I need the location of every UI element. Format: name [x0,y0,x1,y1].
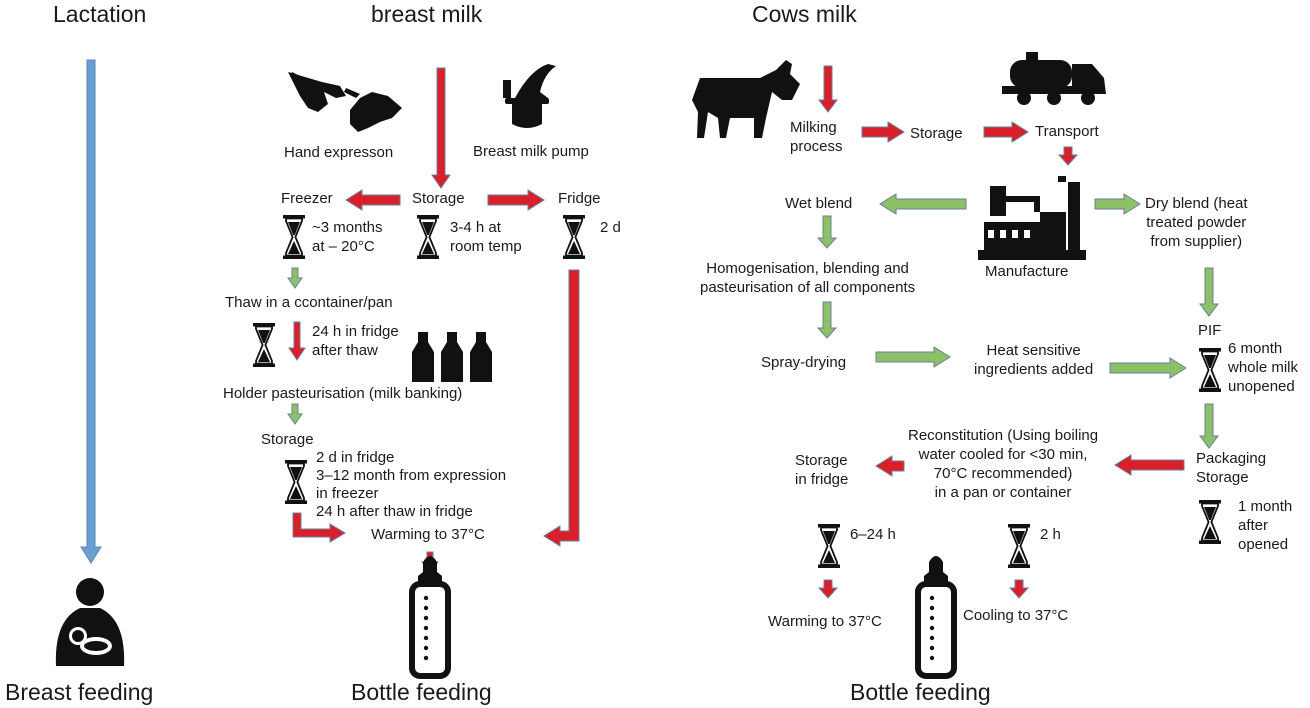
label-fridge: Fridge [558,190,601,207]
lactation-arrow [80,59,102,564]
label-pif-time: 6 month whole milk unopened [1228,340,1299,395]
hourglass-icon [282,214,306,260]
heading-cows-milk: Cows milk [752,1,857,27]
baby-bottle-icon [412,556,448,676]
label-storage-in-fridge: Storage in fridge [795,452,849,488]
hourglass-icon [562,214,586,260]
hourglass-icon [416,214,440,260]
tanker-truck-icon [1002,52,1106,105]
label-thaw-time: 24 h in fridge after thaw [312,323,399,359]
label-packaging-storage: Packaging Storage [1196,450,1267,486]
footer-breast-feeding: Breast feeding [5,679,154,705]
label-storage-time: 3-4 h at room temp [450,219,522,255]
factory-icon [978,176,1086,260]
hourglass-icon [1007,523,1031,569]
label-cooling: Cooling to 37°C [963,607,1069,624]
label-breast-pump: Breast milk pump [473,143,589,160]
label-reconstitution: Reconstitution (Using boiling water cool… [908,427,1099,501]
baby-bottle-icon [918,556,954,676]
heading-breast-milk: breast milk [371,1,483,27]
label-freezer: Freezer [281,190,333,207]
label-storage: Storage [412,190,465,207]
breastfeeding-icon [55,578,125,666]
label-heat-sensitive: Heat sensitive ingredients added [974,342,1094,378]
label-freezer-time: ~3 months at – 20°C [312,219,383,255]
label-storage-2: Storage [261,431,314,448]
label-transport: Transport [1035,123,1099,140]
label-thaw: Thaw in a ccontainer/pan [225,294,393,311]
label-warming-cows: Warming to 37°C [768,613,882,630]
label-cow-storage: Storage [910,125,963,142]
label-homogenisation: Homogenisation, blending and pasteurisat… [700,260,916,296]
hourglass-icon [817,523,841,569]
hourglass-icon [284,459,308,505]
label-holder-pasteurisation: Holder pasteurisation (milk banking) [223,385,463,402]
hands-icon [288,72,402,132]
heading-lactation: Lactation [53,1,147,27]
label-storage-2-time: 2 d in fridge 3–12 month from expression… [316,449,507,520]
label-packaging-time: 1 month after opened [1238,498,1293,553]
label-warming-breast: Warming to 37°C [371,526,485,543]
label-manufacture: Manufacture [985,263,1069,280]
hourglass-icon [1198,499,1222,545]
label-pif: PIF [1198,322,1222,339]
footer-bottle-feeding-left: Bottle feeding [351,679,492,705]
hourglass-icon [252,322,276,368]
label-fridge-time: 2 d [600,219,621,236]
label-fridge-time: 6–24 h [850,526,896,543]
label-spray-drying: Spray-drying [761,354,847,371]
label-pan-time: 2 h [1040,526,1061,543]
label-wet-blend: Wet blend [785,195,853,212]
label-hand-expression: Hand expresson [284,144,394,161]
cow-icon [692,60,800,138]
footer-bottle-feeding-right: Bottle feeding [850,679,991,705]
label-milking-process: Milking process [790,119,843,155]
hourglass-icon [1198,347,1222,393]
breast-pump-icon [503,64,556,128]
milk-bottles-icon [412,332,492,382]
label-dry-blend: Dry blend (heat treated powder from supp… [1145,195,1248,250]
